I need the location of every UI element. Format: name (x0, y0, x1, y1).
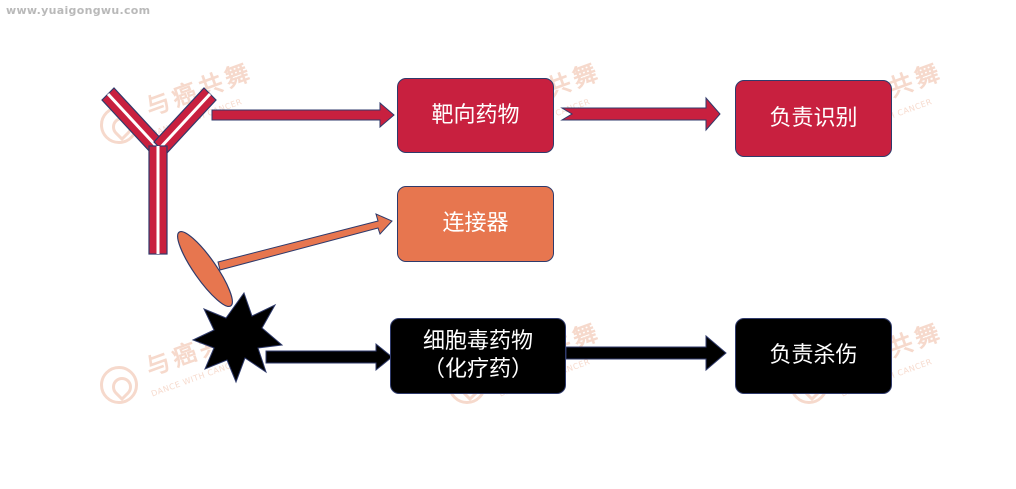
recognition-label: 负责识别 (769, 105, 858, 131)
cytotoxic-drug-note: （化疗药） (422, 357, 533, 382)
linker-shape (177, 231, 233, 307)
arrow-cytotoxic-to-killing (565, 334, 727, 372)
arrow-antibody-to-targeting (211, 101, 395, 129)
killing-box: 负责杀伤 (735, 318, 892, 394)
recognition-box: 负责识别 (735, 80, 892, 157)
site-url: www.yuaigongwu.com (6, 4, 151, 17)
watermark-logo-icon (100, 366, 138, 404)
linker-label: 连接器 (442, 211, 509, 236)
arrow-payload-to-cytotoxic (265, 342, 393, 372)
arrow-targeting-to-recognition (560, 96, 721, 132)
cytotoxic-drug-label: 细胞毒药物 (422, 329, 533, 354)
payload-starburst-icon (191, 291, 284, 384)
targeting-drug-label: 靶向药物 (431, 102, 520, 128)
killing-label: 负责杀伤 (769, 343, 858, 368)
linker-box: 连接器 (397, 186, 554, 262)
watermark: 与癌共舞 DANCE WITH CANCER (100, 317, 257, 416)
targeting-drug-box: 靶向药物 (397, 78, 554, 153)
antibody-icon (101, 87, 217, 255)
arrow-linker (217, 213, 393, 271)
cytotoxic-drug-box: 细胞毒药物 （化疗药） (390, 318, 566, 394)
